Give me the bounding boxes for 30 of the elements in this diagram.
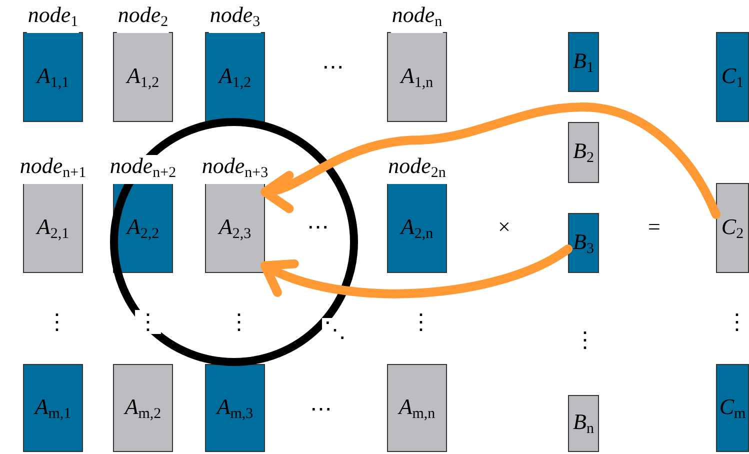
node-label: node$_{n+2}$ bbox=[108, 155, 178, 184]
node-label: node$_{3}$ bbox=[208, 4, 262, 33]
element-label: C$_{m}$ bbox=[719, 394, 746, 422]
element-label: A$_{m,1}$ bbox=[34, 394, 72, 422]
element-label: B$_{1}$ bbox=[573, 48, 594, 76]
node-label: node$_{n}$ bbox=[390, 4, 444, 33]
element-label: C$_{2}$ bbox=[721, 214, 744, 242]
element-label: A$_{m,3}$ bbox=[216, 394, 254, 422]
element-label: A$_{1,2}$ bbox=[218, 62, 252, 92]
node-label: node$_{1}$ bbox=[26, 4, 80, 33]
element-label: A$_{2,1}$ bbox=[36, 214, 70, 242]
element-label: A$_{1,1}$ bbox=[36, 62, 70, 92]
element-label: B$_{2}$ bbox=[573, 138, 594, 167]
node-label: node$_{2n}$ bbox=[387, 155, 447, 184]
element-label: A$_{2,2}$ bbox=[126, 214, 160, 242]
element-label: A$_{2,n}$ bbox=[400, 214, 434, 242]
arrow bbox=[260, 244, 572, 298]
node-label: node$_{2}$ bbox=[116, 4, 170, 33]
element-label: C$_{1}$ bbox=[721, 62, 744, 92]
element-label: A$_{2,3}$ bbox=[218, 214, 252, 242]
node-label: node$_{n+1}$ bbox=[18, 155, 88, 184]
element-label: A$_{m,2}$ bbox=[124, 394, 162, 422]
arrow bbox=[260, 102, 720, 219]
element-label: B$_{n}$ bbox=[573, 409, 594, 438]
element-label: B$_{3}$ bbox=[573, 228, 594, 258]
element-label: A$_{m,n}$ bbox=[398, 394, 436, 422]
element-label: A$_{1,2}$ bbox=[126, 62, 160, 92]
node-label: node$_{n+3}$ bbox=[200, 155, 270, 184]
element-label: A$_{1,n}$ bbox=[400, 62, 434, 92]
math-symbol: ⋮ bbox=[135, 310, 161, 334]
